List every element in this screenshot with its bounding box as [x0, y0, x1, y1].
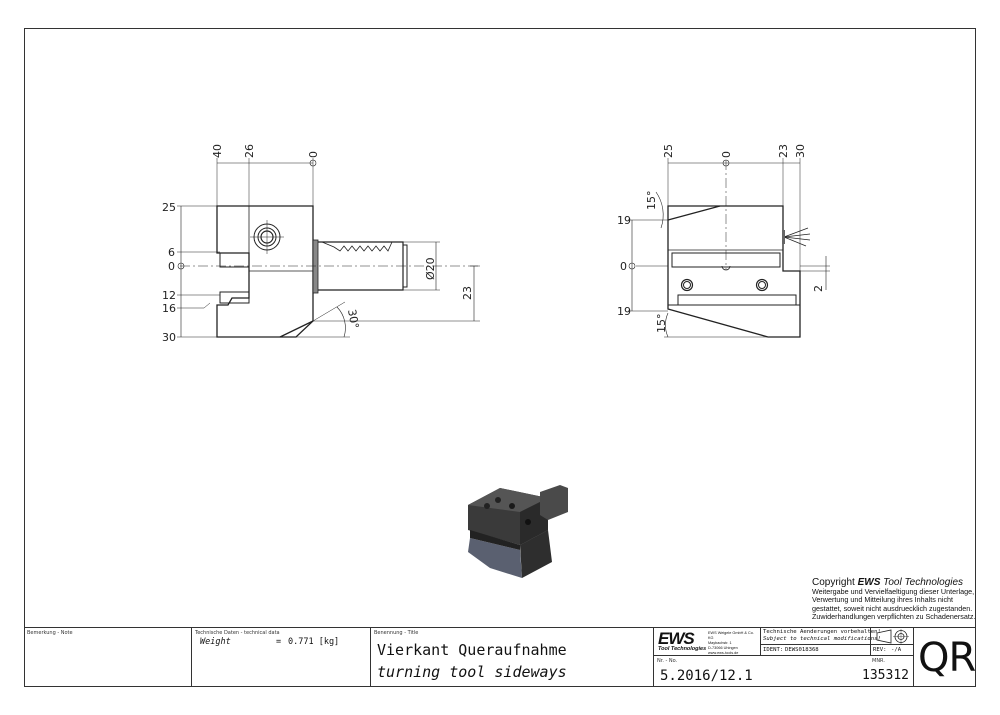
mnr-label: MNR.: [872, 658, 885, 664]
ident-label: IDENT:: [763, 647, 784, 653]
weight-value: 0.771 [kg]: [288, 637, 340, 647]
front-left-dim-12: 12: [162, 289, 176, 302]
front-left-dim-0: 0: [168, 260, 175, 273]
side-right-dim-2: 2: [812, 285, 825, 292]
title-cell: Benennung - Title Vierkant Queraufnahme …: [370, 628, 653, 687]
side-top-dim-0: 0: [720, 151, 733, 158]
code-cell: QR: [913, 628, 976, 687]
technical-data-label: Technische Daten - technical data: [195, 630, 280, 636]
front-left-dim-6: 6: [168, 246, 175, 259]
iso-view-render: [468, 485, 568, 578]
projection-symbol-icon: [876, 629, 909, 644]
copyright-notice: Copyright EWS Tool Technologies Weiterga…: [812, 577, 976, 621]
weight-equals: =: [276, 637, 282, 647]
copyright-line: Zuwiderhandlungen verpflichten zu Schade…: [812, 611, 976, 621]
side-angle-bottom: 15°: [655, 314, 668, 334]
copyright-heading: Copyright EWS Tool Technologies: [812, 577, 964, 588]
changes-german: Technische Aenderungen vorbehalten!: [763, 629, 881, 635]
front-diameter-label: Ø20: [424, 257, 437, 280]
copyright-line: Verwertung und Mitteilung ihres Inhalts …: [812, 595, 954, 605]
title-block: Bemerkung - Note Technische Daten - tech…: [24, 627, 976, 687]
revision-cell: REV: -/A: [870, 645, 913, 656]
mnr-cell: MNR. 135312: [862, 656, 913, 687]
ident-value: DEWS018368: [785, 647, 819, 653]
copyright-line: Weitergabe und Vervielfaeltigung dieser …: [812, 587, 975, 596]
drawing-frame: [24, 28, 976, 687]
side-left-dim-19-bottom: 19: [617, 305, 631, 318]
number-cell: Nr. - No. 5.2016/12.1: [653, 656, 870, 687]
revision-value: -/A: [891, 647, 902, 653]
projection-symbol-cell: [870, 628, 913, 645]
side-top-dim-30: 30: [794, 144, 807, 158]
copyright-line: gestattet, soweit nicht ausdruecklich zu…: [812, 603, 973, 613]
note-label: Bemerkung - Note: [27, 630, 73, 636]
mnr-value: 135312: [862, 668, 909, 683]
side-left-dim-0: 0: [620, 260, 627, 273]
weight-label: Weight: [200, 637, 231, 647]
front-angle-label: 30°: [345, 308, 361, 329]
title-english: turning tool sideways: [377, 663, 567, 681]
front-left-dim-30: 30: [162, 331, 176, 344]
side-view: [628, 158, 830, 338]
front-right-dim-23: 23: [461, 286, 474, 300]
number-value: 5.2016/12.1: [660, 668, 753, 684]
number-label: Nr. - No.: [657, 658, 678, 664]
side-top-dim-25: 25: [662, 144, 675, 158]
front-top-dim-26: 26: [243, 144, 256, 158]
front-left-dim-25: 25: [162, 201, 176, 214]
changes-cell: Technische Aenderungen vorbehalten! Subj…: [760, 628, 881, 645]
ident-cell: IDENT: DEWS018368: [760, 645, 870, 656]
title-german: Vierkant Queraufnahme: [377, 641, 567, 659]
side-angle-top: 15°: [645, 191, 658, 211]
side-top-dim-23: 23: [777, 144, 790, 158]
note-cell: Bemerkung - Note: [24, 628, 191, 687]
front-top-dim-40: 40: [211, 144, 224, 158]
side-left-dim-19-top: 19: [617, 214, 631, 227]
drawing-code: QR: [918, 635, 976, 681]
front-top-dim-0: 0: [307, 151, 320, 158]
revision-label: REV:: [873, 647, 887, 653]
company-address: EWS Weigele GmbH & Co. KG Maybachstr. 1 …: [708, 631, 754, 655]
title-label: Benennung - Title: [374, 630, 419, 636]
changes-english: Subject to technical modifications!: [763, 636, 881, 642]
technical-data-cell: Technische Daten - technical data Weight…: [191, 628, 370, 687]
company-cell: EWS Tool Technologies EWS Weigele GmbH &…: [653, 628, 760, 656]
ews-logo: EWS Tool Technologies: [658, 629, 707, 652]
front-view: [177, 158, 480, 338]
front-left-dim-16: 16: [162, 302, 176, 315]
